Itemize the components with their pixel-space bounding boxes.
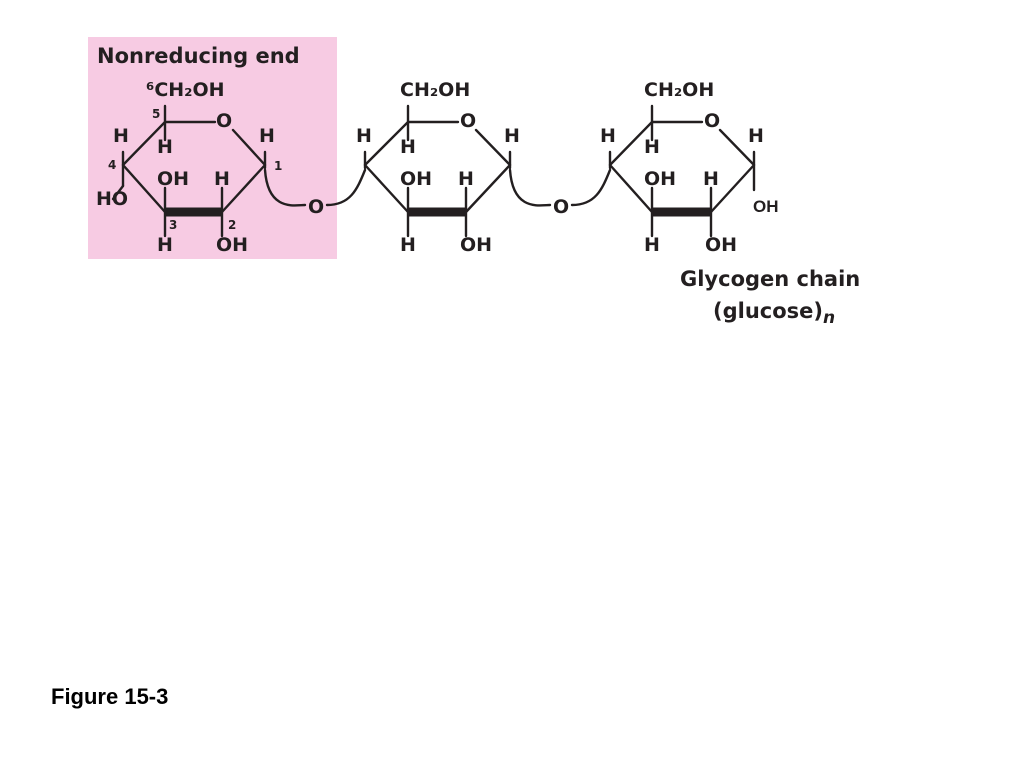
ring-1-ch2oh: ⁶CH₂OH [146, 79, 225, 101]
glycosidic-bond-2 [508, 168, 612, 207]
ring-2-c1-h: H [504, 125, 520, 147]
ring-2-c5-h: H [400, 136, 416, 158]
ring-1-c3-h: H [157, 234, 173, 256]
carbon-number-2: 2 [228, 218, 236, 232]
glucose-n-label: (glucose)n [713, 299, 835, 328]
ring-2-c3-oh: OH [400, 168, 432, 190]
ring-1-c3-oh: OH [157, 168, 189, 190]
ring-2-c3-h: H [400, 234, 416, 256]
ring-2-c4-h: H [356, 125, 372, 147]
ring-2-oxygen: O [460, 110, 476, 132]
ring-2-c2-h: H [458, 168, 474, 190]
ring-3-c2-oh: OH [705, 234, 737, 256]
carbon-number-3: 3 [169, 218, 177, 232]
glycosidic-oxygen-1: O [308, 196, 324, 218]
glucose-ring-3: CH₂OH O H H H OH H H OH OH [600, 79, 779, 256]
ring-3-c4-h: H [600, 125, 616, 147]
glucose-formula: (glucose) [713, 299, 823, 323]
ring-1-c1-h: H [259, 125, 275, 147]
nonreducing-end-highlight [88, 37, 337, 259]
ring-1-oxygen: O [216, 110, 232, 132]
glucose-ring-2: CH₂OH O H H H OH H H OH [356, 79, 520, 256]
carbon-number-5: 5 [152, 107, 160, 121]
ring-1-c4-h: H [113, 125, 129, 147]
glycosidic-bond-1 [263, 168, 367, 207]
ring-3-c2-h: H [703, 168, 719, 190]
ring-3-c1-h: H [748, 125, 764, 147]
nonreducing-end-label: Nonreducing end [97, 44, 300, 68]
glycogen-chain-label: Glycogen chain [680, 267, 860, 291]
ring-2-c2-oh: OH [460, 234, 492, 256]
figure-caption: Figure 15-3 [51, 684, 169, 709]
ring-3-c3-h: H [644, 234, 660, 256]
subscript-n: n [823, 308, 835, 328]
glucose-ring-1: ⁶CH₂OH O H H H OH H HO H OH 1 2 3 4 5 [96, 79, 282, 256]
carbon-number-1: 1 [274, 159, 282, 173]
ring-3-c5-h: H [644, 136, 660, 158]
ring-1-c2-oh: OH [216, 234, 248, 256]
ring-1-c4-ho: HO [96, 188, 128, 210]
ring-1-c2-h: H [214, 168, 230, 190]
ring-1-c5-h: H [157, 136, 173, 158]
ring-3-c1-oh: OH [753, 197, 779, 216]
ring-3-oxygen: O [704, 110, 720, 132]
glycosidic-oxygen-2: O [553, 196, 569, 218]
ring-3-ch2oh: CH₂OH [644, 79, 714, 101]
carbon-number-4: 4 [108, 158, 116, 172]
ring-2-ch2oh: CH₂OH [400, 79, 470, 101]
ring-3-c3-oh: OH [644, 168, 676, 190]
